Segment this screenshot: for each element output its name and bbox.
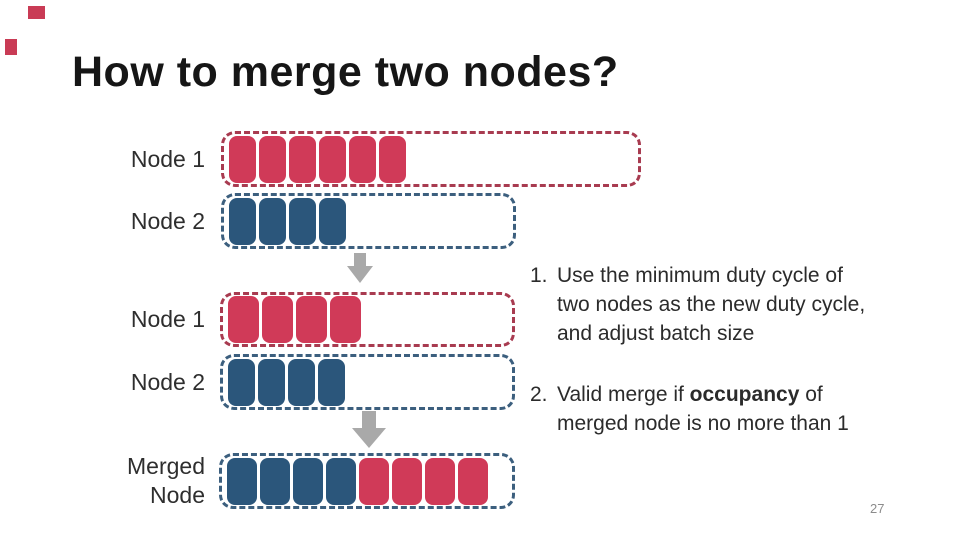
- blue-slot-block: [289, 197, 316, 245]
- red-slot-block: [289, 135, 316, 183]
- red-slot-block: [259, 135, 286, 183]
- node-label: Node 2: [130, 207, 205, 234]
- blue-slot-block: [259, 197, 286, 245]
- red-slot-block: [229, 135, 256, 183]
- page-number: 27: [870, 501, 885, 516]
- blue-slot-block: [260, 457, 290, 505]
- red-slot-block: [392, 457, 422, 505]
- node-slot-box: [219, 453, 515, 509]
- blue-slot-block: [227, 457, 257, 505]
- corner-square-small: [5, 39, 17, 55]
- red-slot-block: [262, 296, 293, 343]
- down-arrow-icon: [347, 253, 373, 283]
- red-slot-block: [379, 135, 406, 183]
- blue-slot-block: [326, 457, 356, 505]
- slide-title: How to merge two nodes?: [72, 48, 619, 96]
- blue-slot-block: [293, 457, 323, 505]
- red-slot-block: [330, 296, 361, 343]
- blue-slot-block: [229, 197, 256, 245]
- node-slot-box: [220, 292, 515, 347]
- red-slot-block: [228, 296, 259, 343]
- red-slot-block: [458, 457, 488, 505]
- node-label: Merged Node: [127, 453, 205, 508]
- node-label: Node 1: [130, 306, 205, 333]
- blue-slot-block: [258, 358, 285, 406]
- node-slot-box: [220, 354, 515, 410]
- node-slot-box: [221, 131, 641, 187]
- node-slot-box: [221, 193, 516, 249]
- red-slot-block: [359, 457, 389, 505]
- corner-square-large: [28, 6, 45, 19]
- blue-slot-block: [228, 358, 255, 406]
- node-label: Node 2: [130, 368, 205, 395]
- red-slot-block: [425, 457, 455, 505]
- red-slot-block: [349, 135, 376, 183]
- note-number: 1.: [530, 264, 548, 287]
- node-label: Node 1: [130, 145, 205, 172]
- blue-slot-block: [319, 197, 346, 245]
- red-slot-block: [319, 135, 346, 183]
- red-slot-block: [296, 296, 327, 343]
- down-arrow-icon: [352, 411, 386, 448]
- blue-slot-block: [288, 358, 315, 406]
- note-number: 2.: [530, 383, 548, 406]
- blue-slot-block: [318, 358, 345, 406]
